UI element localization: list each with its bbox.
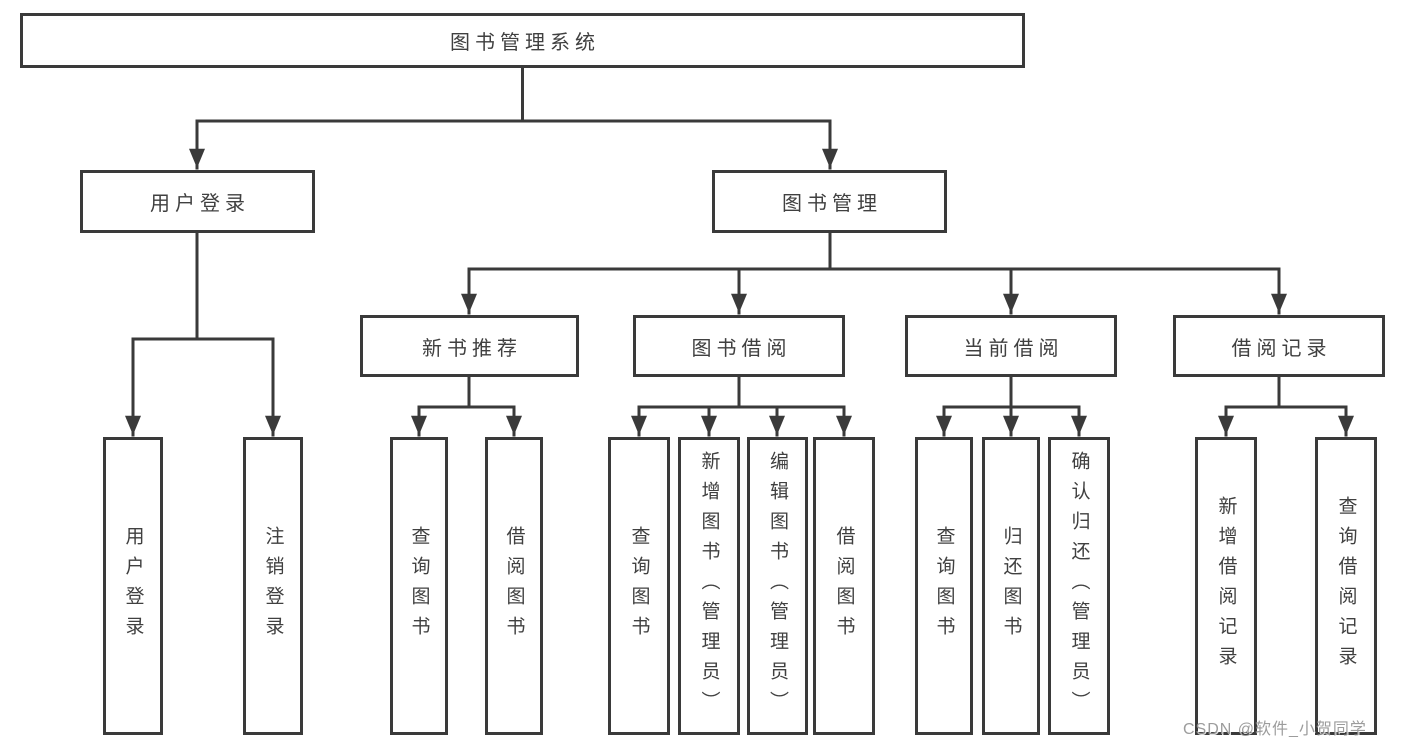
leaf-add-borrow-record: 新增借阅记录: [1195, 437, 1257, 735]
leaf-query-books-recommend: 查询图书: [390, 437, 448, 735]
leaf-logout: 注销登录: [243, 437, 303, 735]
leaf-edit-book-admin: 编辑图书（管理员）: [747, 437, 808, 735]
connector-new-book-branch: [411, 375, 522, 437]
node-root-library-system: 图书管理系统: [20, 13, 1025, 68]
node-user-login: 用户登录: [80, 170, 315, 233]
connector-current-borrow-branch: [936, 375, 1087, 437]
node-current-borrow: 当前借阅: [905, 315, 1117, 377]
node-new-book-recommend: 新书推荐: [360, 315, 579, 377]
connector-user-login-branch: [125, 231, 281, 437]
node-book-management: 图书管理: [712, 170, 947, 233]
leaf-return-book: 归还图书: [982, 437, 1040, 735]
leaf-query-books-current: 查询图书: [915, 437, 973, 735]
leaf-borrow-books: 借阅图书: [813, 437, 875, 735]
connector-book-management-branch: [461, 231, 1287, 315]
leaf-query-borrow-record: 查询借阅记录: [1315, 437, 1377, 735]
leaf-borrow-books-recommend: 借阅图书: [485, 437, 543, 735]
leaf-query-books-borrow: 查询图书: [608, 437, 670, 735]
leaf-add-book-admin: 新增图书（管理员）: [678, 437, 740, 735]
connector-root-to-level1: [189, 66, 838, 170]
connector-book-borrow-branch: [631, 375, 852, 437]
connector-borrow-records-branch: [1218, 375, 1354, 437]
leaf-confirm-return-admin: 确认归还（管理员）: [1048, 437, 1110, 735]
node-borrow-records: 借阅记录: [1173, 315, 1385, 377]
csdn-watermark: CSDN @软件_小贺同学: [1183, 721, 1367, 738]
leaf-user-login: 用户登录: [103, 437, 163, 735]
node-book-borrow: 图书借阅: [633, 315, 845, 377]
